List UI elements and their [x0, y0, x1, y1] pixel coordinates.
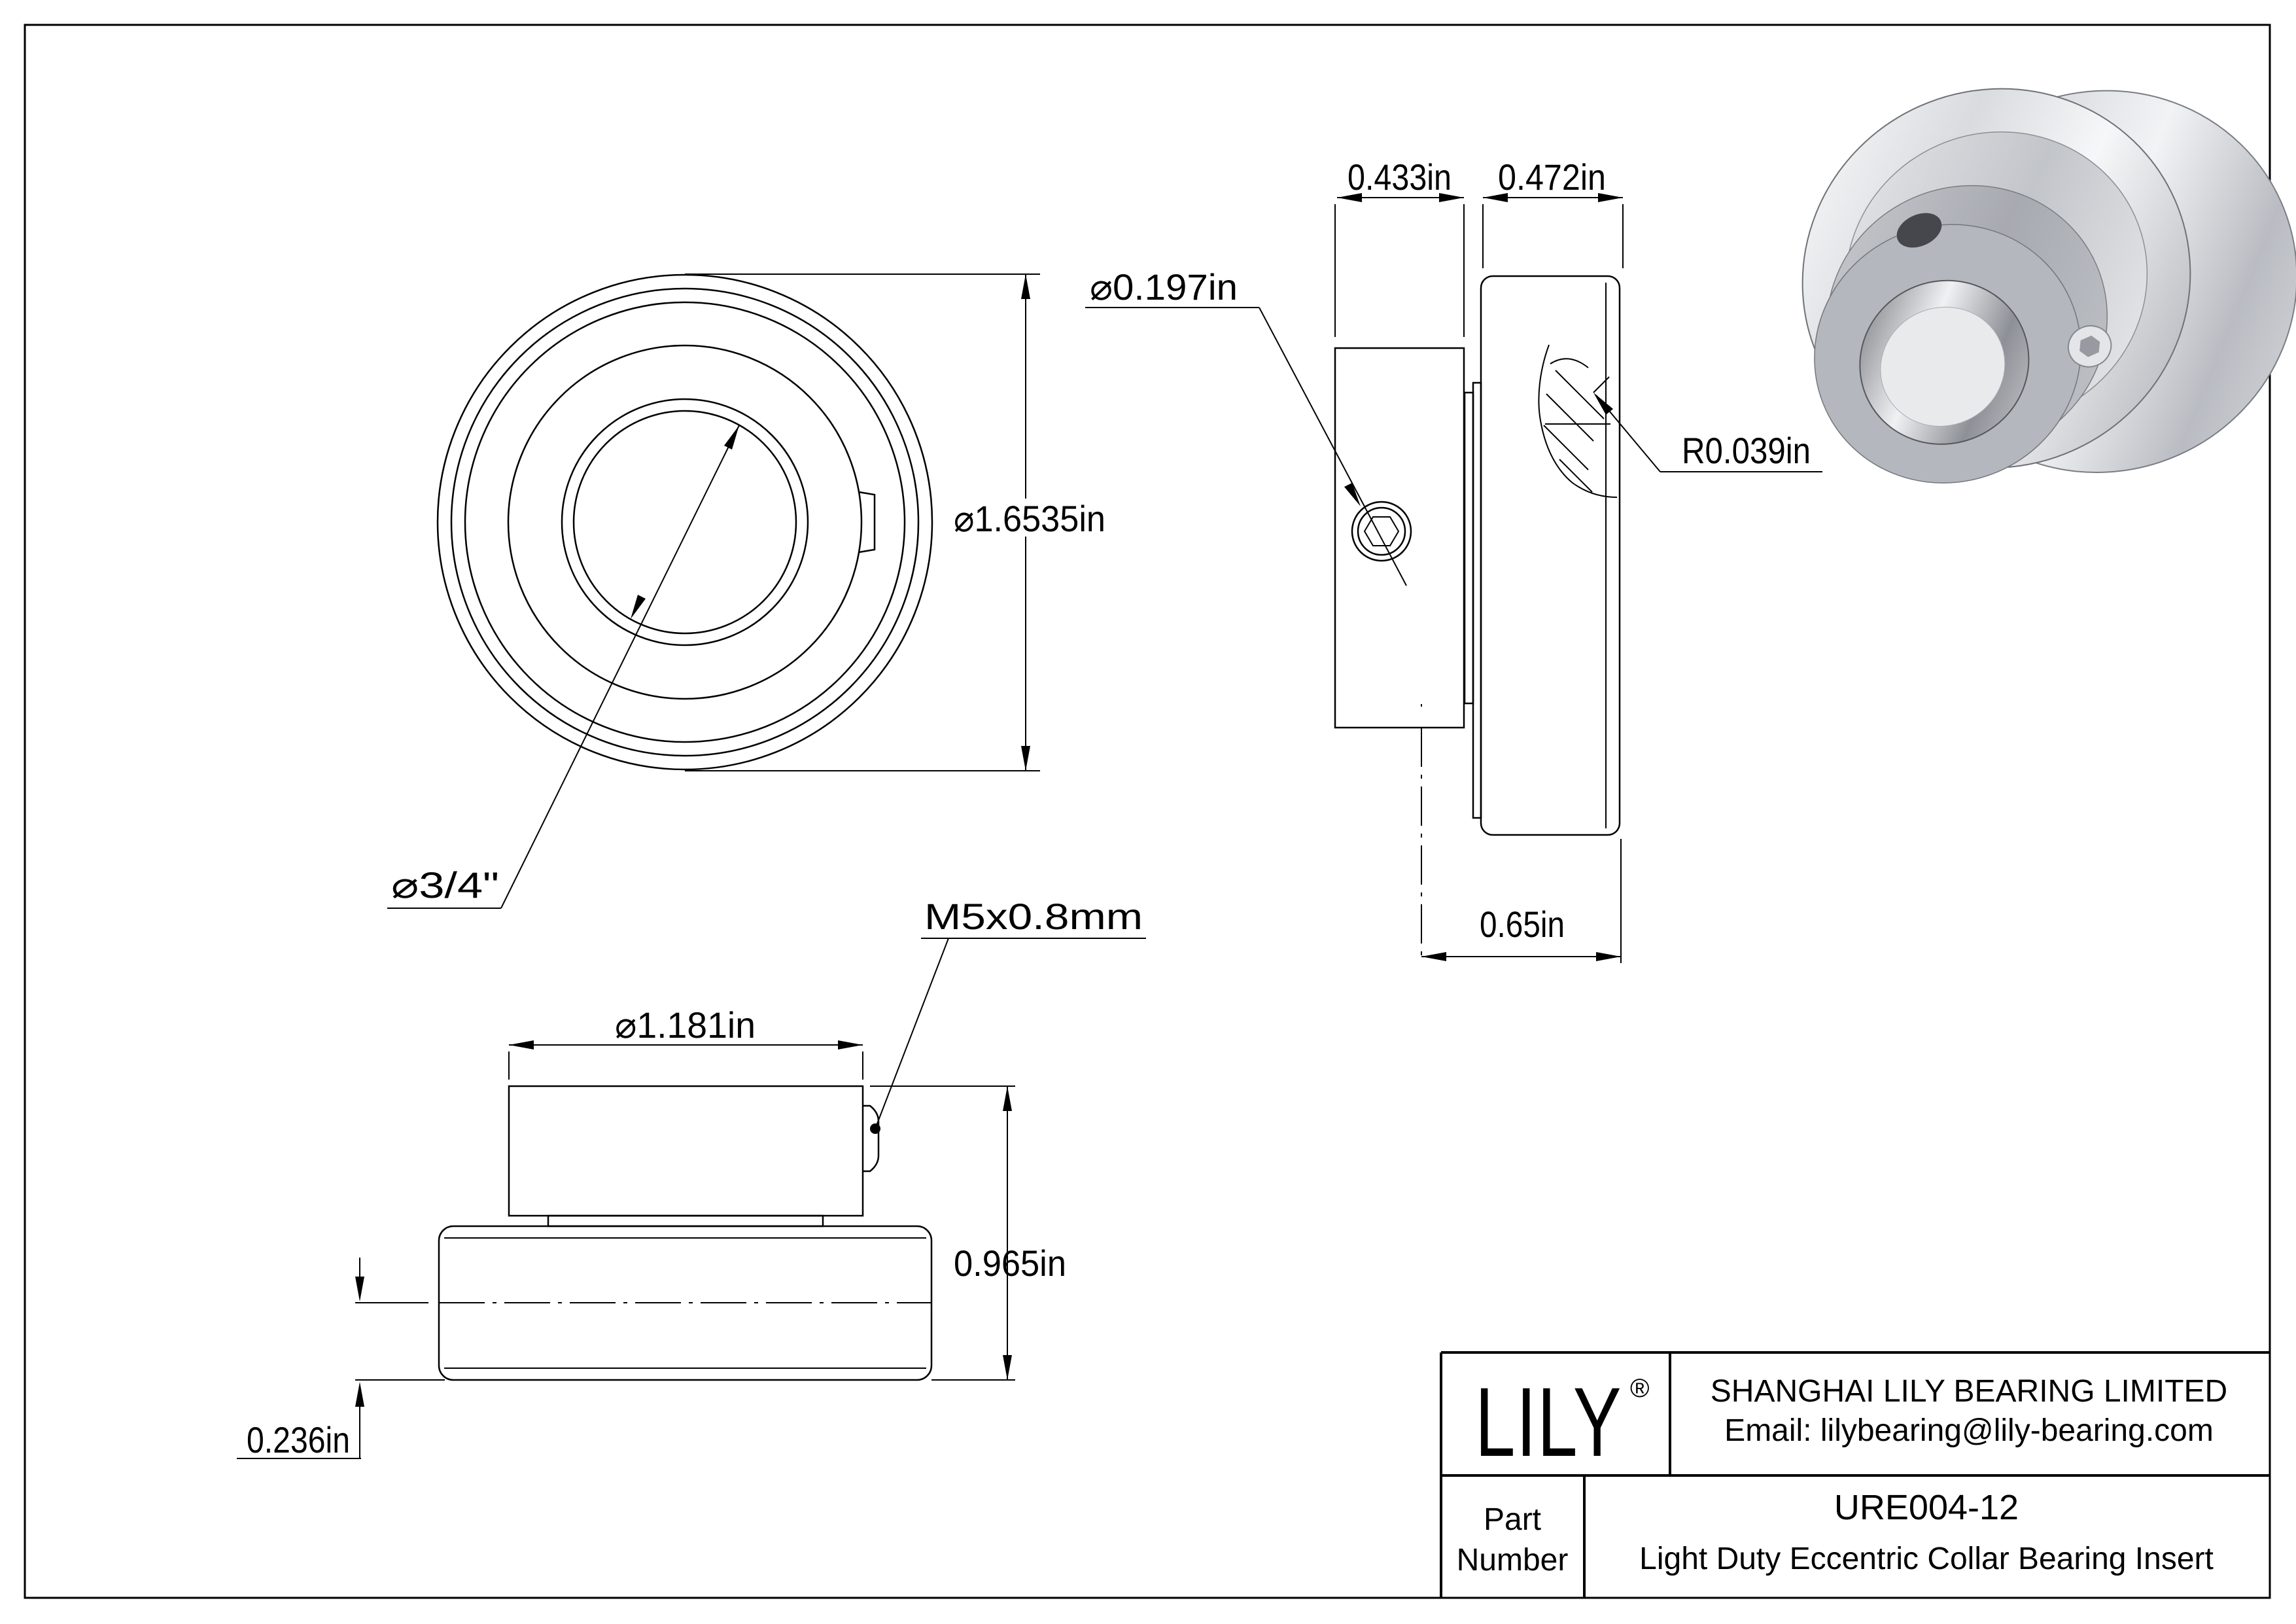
part-label-line1: Part	[1484, 1502, 1541, 1537]
hatch-line-1	[1555, 370, 1605, 419]
render-3d	[1801, 88, 2296, 484]
dim-overall-height: 0.965in	[954, 1243, 1066, 1284]
thread-leader	[875, 938, 949, 1129]
dim-base-offset: 0.236in	[247, 1419, 350, 1460]
fillet-arrow	[1593, 393, 1613, 415]
inner-ring-circle	[561, 398, 809, 646]
set-screw-outer-circle	[1351, 501, 1412, 562]
hatch-line-3	[1543, 425, 1589, 470]
collar-dia-arrow-left	[509, 1040, 534, 1050]
screw-dia-arrow	[1344, 483, 1361, 506]
company-email: Email: lilybearing@lily-bearing.com	[1724, 1413, 2214, 1448]
set-screw-bump	[863, 1104, 880, 1173]
collar-width-arrow-left	[1337, 193, 1362, 202]
cutaway-groove-arc	[1550, 358, 1589, 368]
offset-arrow-left	[1421, 952, 1446, 961]
hatch-line-4	[1559, 459, 1593, 493]
outer-ring-inner-circle	[464, 301, 906, 743]
registered-mark: ®	[1630, 1374, 1649, 1403]
dim-collar-width: 0.433in	[1348, 156, 1452, 198]
base-arrow-down	[355, 1277, 364, 1301]
height-arrow-bottom	[1003, 1355, 1012, 1380]
render-set-screw-hex	[2079, 335, 2100, 357]
render-collar-hole	[1896, 213, 1942, 248]
screw-dia-leader	[1259, 307, 1407, 586]
dim-set-screw-diameter: ⌀0.197in	[1090, 266, 1238, 308]
part-description: Light Duty Eccentric Collar Bearing Inse…	[1639, 1542, 2214, 1576]
dim-outer-diameter: ⌀1.6535in	[954, 498, 1105, 539]
set-screw-inner-circle	[1357, 506, 1406, 556]
dim-ring-width: 0.472in	[1498, 156, 1606, 198]
bore-dim-arrow-top	[724, 425, 739, 450]
set-screw-notch	[858, 491, 876, 554]
bore-dim-arrow-bottom	[631, 595, 646, 619]
collar-circle	[507, 344, 863, 700]
offset-arrow-right	[1596, 952, 1621, 961]
bore-circle	[572, 410, 797, 635]
collar-dia-arrow-right	[838, 1040, 863, 1050]
company-logo: LILY	[1475, 1367, 1622, 1477]
od-arrow-top	[1021, 274, 1030, 299]
side-view: 0.433in 0.472in ⌀0.197in R0.039in 0.65in	[1085, 156, 1822, 963]
dim-offset-width: 0.65in	[1480, 904, 1565, 945]
part-number: URE004-12	[1834, 1488, 2019, 1527]
part-label-line2: Number	[1457, 1543, 1569, 1578]
outer-ring-side-rect	[1480, 275, 1621, 836]
dim-bore-diameter: ⌀3/4"	[391, 864, 499, 906]
bore-dim-leader	[500, 425, 740, 909]
set-screw-hex-socket	[1363, 516, 1400, 546]
outer-ring-groove-circle	[450, 287, 920, 757]
hatch-tick-1	[1593, 376, 1610, 393]
height-arrow-top	[1003, 1086, 1012, 1111]
cutaway-boundary	[1538, 344, 1618, 498]
od-arrow-bottom	[1021, 746, 1030, 771]
dim-thread-spec: M5x0.8mm	[924, 896, 1143, 937]
company-name: SHANGHAI LILY BEARING LIMITED	[1711, 1374, 2227, 1409]
ring-width-arrow-right	[1598, 193, 1623, 202]
collar-width-arrow-right	[1439, 193, 1464, 202]
title-block: LILY ® SHANGHAI LILY BEARING LIMITED Ema…	[1440, 1351, 2270, 1598]
hatch-line-2	[1546, 393, 1594, 442]
base-arrow-up	[355, 1382, 364, 1407]
render-bore-highlight	[1880, 306, 2006, 427]
dim-collar-diameter: ⌀1.181in	[615, 1004, 756, 1046]
profile-view: ⌀1.181in M5x0.8mm 0.236in 0.965in	[237, 896, 1146, 1460]
ring-width-arrow-left	[1483, 193, 1508, 202]
dim-fillet-radius: R0.039in	[1682, 430, 1811, 471]
front-view: ⌀3/4" ⌀1.6535in	[387, 274, 1105, 909]
